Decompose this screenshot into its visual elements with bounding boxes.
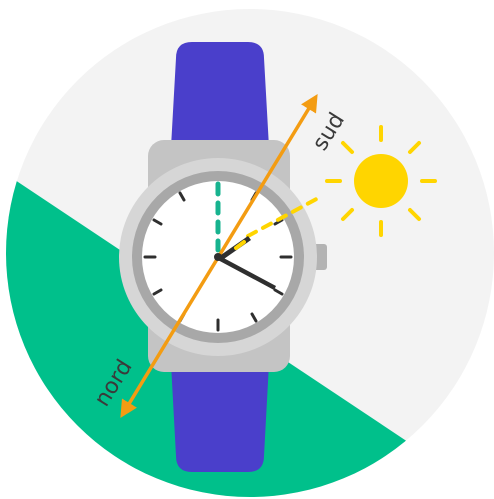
watch-compass-illustration: sud nord	[0, 0, 494, 499]
